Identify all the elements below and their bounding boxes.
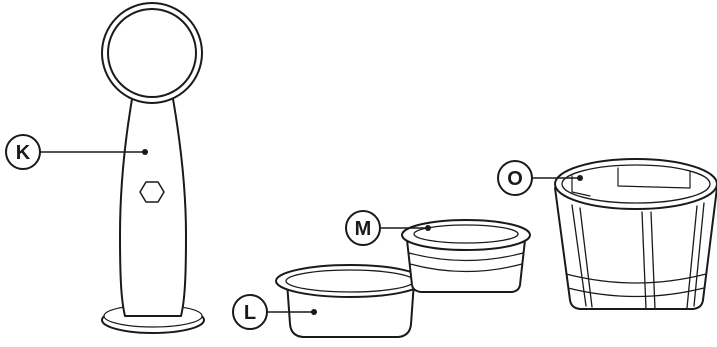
basket-o-slot-left [571,175,591,197]
basket-o-rim-inner [561,164,711,204]
tamper-tool [39,2,205,334]
callout-m: M [345,210,381,246]
cup-m-body [406,239,526,293]
basket-o [529,158,717,310]
callout-o: O [497,160,533,196]
leader-dot-o [577,175,583,181]
hexagon-icon [139,181,165,203]
callout-l-label: L [244,302,256,324]
callout-k-label: K [16,142,31,164]
cup-m [377,219,531,293]
cup-m-rim-inner [413,224,519,244]
tamper-handle [119,81,187,317]
callout-o-label: O [507,168,523,190]
leader-dot-m [425,225,431,231]
callout-m-label: M [355,218,372,240]
callout-k: K [5,134,41,170]
tamper-head-inner [107,8,197,98]
basket-o-body [554,187,717,310]
leader-dot-k [142,149,148,155]
basket-o-rim-outer [554,158,717,210]
cup-l [264,264,425,338]
basket-o-slot-back [617,167,691,189]
leader-dot-l [311,309,317,315]
callout-l: L [232,294,268,330]
